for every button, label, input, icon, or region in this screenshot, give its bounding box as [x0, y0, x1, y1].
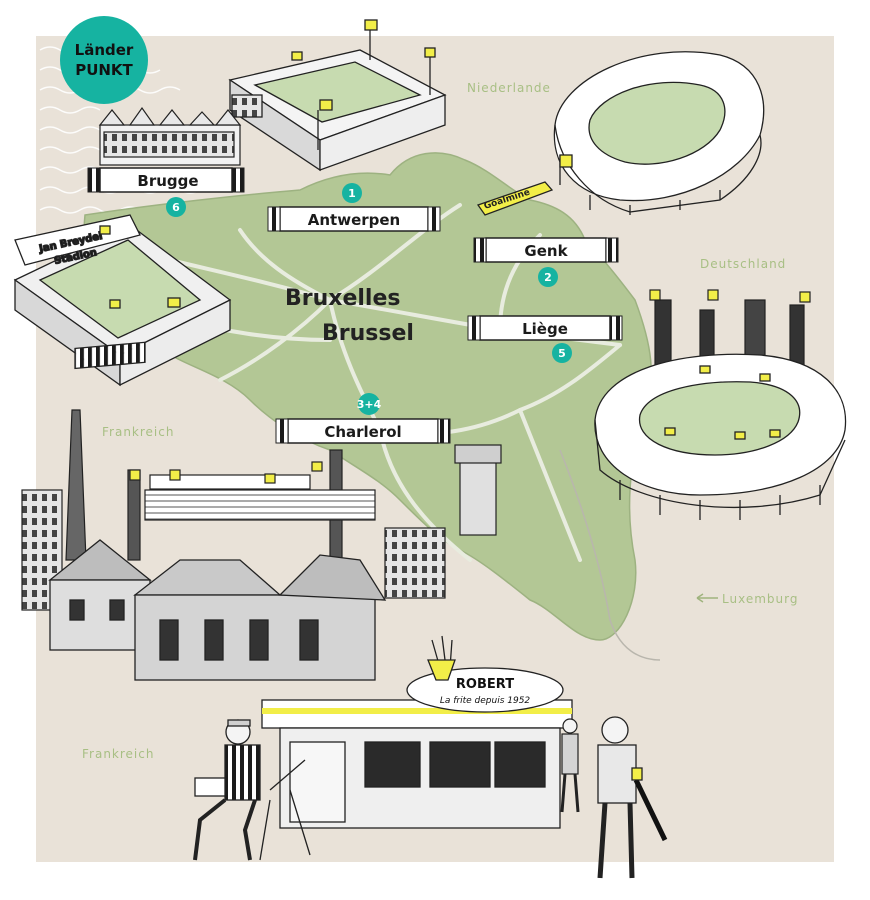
- stadium-liege: [594, 353, 847, 520]
- scarf-antwerpen: Antwerpen 1: [267, 183, 441, 232]
- badge-line2: PUNKT: [75, 61, 133, 79]
- country-label-lu: Luxemburg: [722, 592, 798, 606]
- scarf-genk: Genk 2: [473, 237, 619, 287]
- country-label-de: Deutschland: [700, 257, 786, 271]
- luxembourg-pointer: Luxemburg: [696, 592, 798, 606]
- stadium-genk: [553, 51, 765, 215]
- badge-line1: Länder: [75, 41, 134, 59]
- capital-label-fr: Bruxelles: [285, 286, 401, 311]
- city-label-antwerpen: Antwerpen: [308, 211, 400, 229]
- stadium-brugge: Jan Breydel Stadion: [13, 214, 232, 387]
- person-seated: [193, 719, 311, 861]
- city-number-liege: 5: [558, 347, 566, 360]
- country-label-fr-1: Frankreich: [102, 425, 174, 439]
- country-label-fr-2: Frankreich: [82, 747, 154, 761]
- city-number-genk: 2: [544, 271, 552, 284]
- scarf-brugge: Brugge 6: [87, 167, 245, 217]
- charleroi-industry: [21, 409, 502, 611]
- city-label-liege: Liège: [522, 320, 568, 338]
- river: [559, 449, 661, 661]
- friterie-tagline: La frite depuis 1952: [440, 696, 531, 706]
- laenderpunkt-badge: Länder PUNKT: [60, 16, 148, 104]
- friterie-name: ROBERT: [456, 677, 514, 692]
- capital-label-nl: Brussel: [322, 321, 414, 346]
- city-number-charleroi: 3+4: [357, 398, 382, 411]
- country-label-nl: Niederlande: [467, 81, 551, 95]
- city-label-charleroi: Charlerol: [324, 423, 401, 441]
- friterie-robert: ROBERT La frite depuis 1952: [261, 635, 573, 829]
- stadium-antwerpen: [228, 19, 447, 172]
- city-label-genk: Genk: [524, 242, 568, 260]
- city-number-brugge: 6: [172, 201, 180, 214]
- scarf-liege: Liège 5: [467, 315, 623, 363]
- person-standing-far: [560, 718, 580, 813]
- city-label-brugge: Brugge: [137, 172, 198, 190]
- charleroi-houses: [48, 539, 387, 681]
- scarf-charleroi: Charlerol 3+4: [275, 393, 451, 444]
- brugge-houses: [98, 106, 242, 166]
- city-number-antwerpen: 1: [348, 187, 356, 200]
- person-standing-near: [597, 716, 668, 879]
